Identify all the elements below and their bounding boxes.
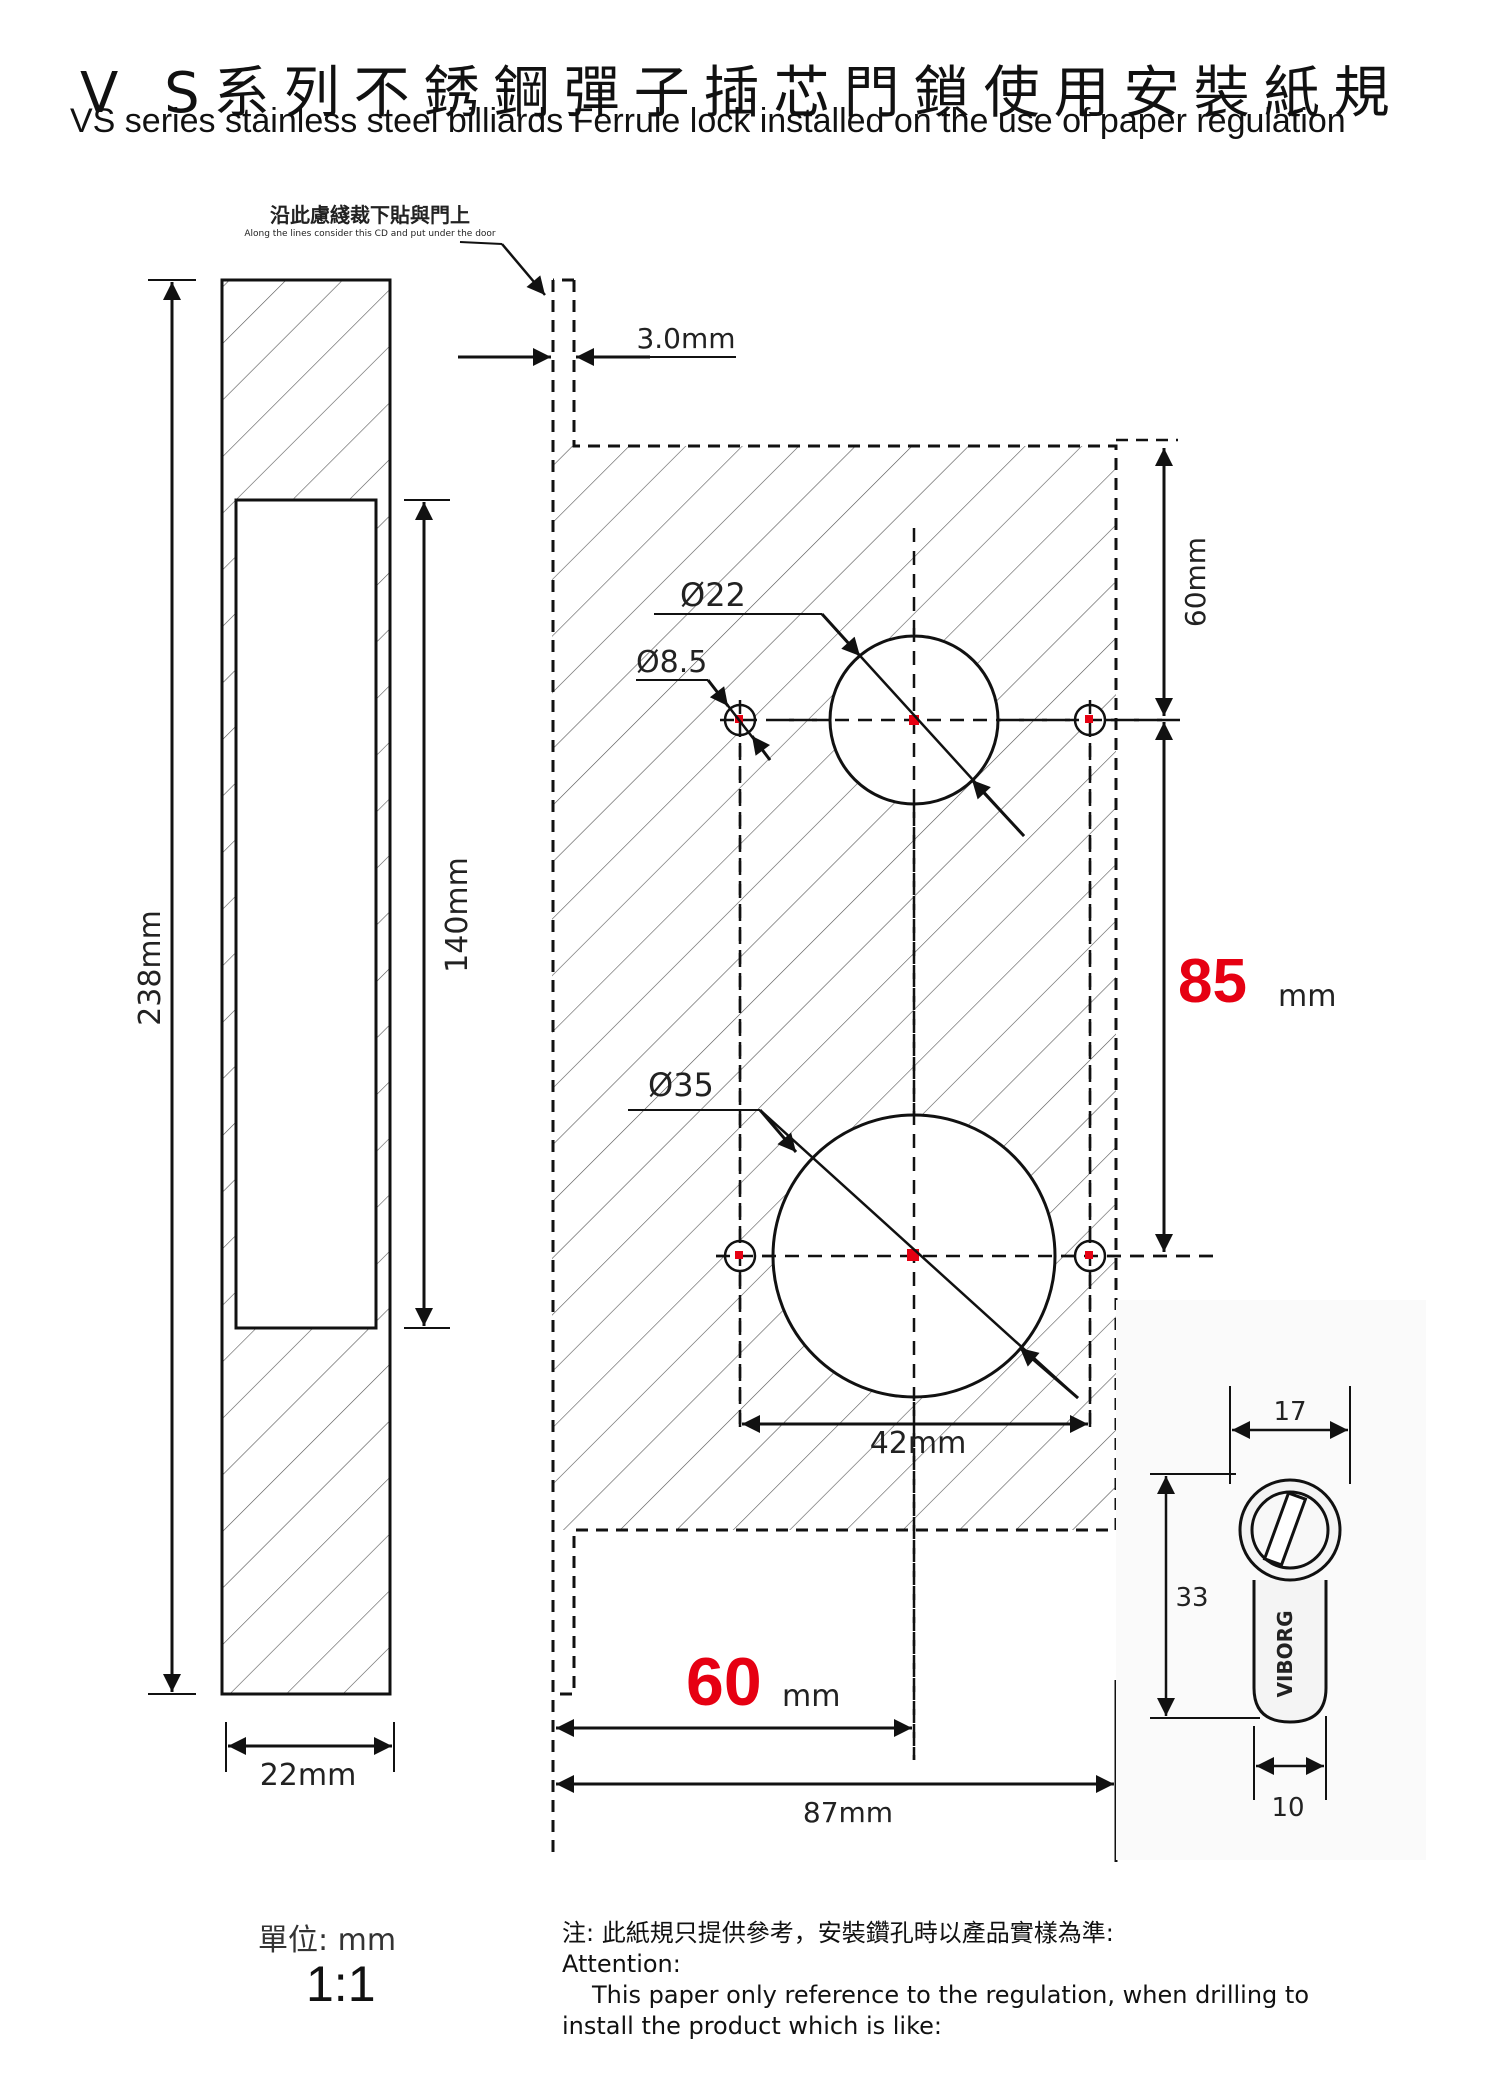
lower-hole-dia-label: Ø35 <box>648 1066 714 1104</box>
dim-backset-unit: mm <box>782 1679 840 1714</box>
center-mark <box>735 1251 743 1259</box>
dim-hole-spacing-value: 85 <box>1178 947 1247 1016</box>
cylinder-inset: 17 33 VIBORG 10 <box>1116 1300 1426 1860</box>
dim-total-depth-label: 87mm <box>803 1796 893 1829</box>
dim-inner-height-label: 140mm <box>440 857 475 973</box>
note-chinese: 注: 此紙規只提供參考，安裝鑽孔時以產品實樣為準: <box>562 1919 1114 1947</box>
cylinder-base-label: 10 <box>1271 1793 1304 1823</box>
cylinder-width-label: 17 <box>1273 1397 1306 1427</box>
faceplate-cutout <box>234 498 378 1330</box>
cut-note-cn: 沿此慮綫裁下貼與門上 <box>270 203 470 227</box>
center-mark <box>909 715 919 725</box>
dim-edge-thickness-label: 3.0mm <box>636 322 735 355</box>
dim-faceplate-width-label: 22mm <box>260 1758 357 1793</box>
attention-note: 注: 此紙規只提供參考，安裝鑽孔時以產品實樣為準: Attention: Thi… <box>562 1918 1392 2042</box>
cylinder-body <box>1252 1580 1328 1724</box>
center-mark <box>1085 715 1093 723</box>
cut-note-en: Along the lines consider this CD and put… <box>244 229 496 239</box>
door-template: 3.0mm 60mm 85 mm <box>458 278 1336 1862</box>
unit-label: 單位: mm <box>258 1923 397 1958</box>
title-chinese: V S系列不銹鋼彈子插芯門鎖使用安裝紙規 <box>80 61 1404 126</box>
dim-overall-height-label: 238mm <box>133 910 168 1026</box>
dim-hole-spacing-unit: mm <box>1278 979 1336 1014</box>
small-hole-dia-label: Ø8.5 <box>636 645 707 680</box>
dim-top-offset-label: 60mm <box>1179 537 1212 627</box>
upper-hole-dia-label: Ø22 <box>680 576 746 614</box>
title-english: VS series stainless steel billiards Ferr… <box>70 102 1346 140</box>
dim-screw-spacing-label: 42mm <box>870 1426 967 1461</box>
note-english-line-1: This paper only reference to the regulat… <box>592 1981 1310 2009</box>
faceplate-view: 238mm 140mm 22mm <box>133 278 475 1793</box>
cylinder-brand: VIBORG <box>1273 1611 1297 1698</box>
dim-backset-value: 60 <box>686 1644 762 1720</box>
scale-label: 1:1 <box>306 1956 376 2012</box>
cylinder-height-label: 33 <box>1175 1583 1208 1613</box>
center-mark <box>1085 1251 1093 1259</box>
key-slot <box>1262 1491 1308 1567</box>
cut-note: 沿此慮綫裁下貼與門上 Along the lines consider this… <box>244 203 546 296</box>
note-attention: Attention: <box>562 1950 681 1978</box>
note-english-line-2: install the product which is like: <box>562 2012 942 2040</box>
